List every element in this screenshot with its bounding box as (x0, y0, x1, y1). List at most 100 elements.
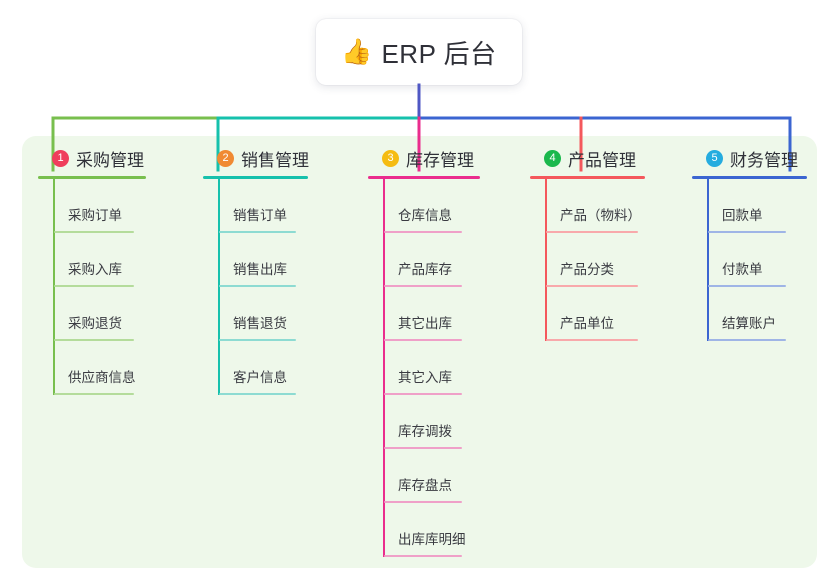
branch-item-underline (708, 285, 786, 287)
branch-item-label: 回款单 (722, 208, 763, 223)
branch-item[interactable]: 产品（物料） (530, 179, 648, 233)
branch-item-label: 产品库存 (398, 262, 452, 277)
branch-item-label: 销售出库 (233, 262, 287, 277)
branch-item-underline (708, 231, 786, 233)
branch-item-underline (384, 501, 462, 503)
branch-item-list: 采购订单采购入库采购退货供应商信息 (38, 179, 156, 395)
branch-item-label: 供应商信息 (68, 370, 136, 385)
branch-item-label: 产品（物料） (560, 208, 641, 223)
branch-item-label: 其它入库 (398, 370, 452, 385)
branch-underline (530, 176, 645, 179)
branch-item[interactable]: 出库库明细 (368, 503, 480, 557)
branch-item-underline (384, 285, 462, 287)
branch-number-badge: 1 (52, 149, 69, 167)
branch-item-underline (219, 339, 296, 341)
branch-item-list: 产品（物料） 产品分类产品单位 (530, 179, 648, 341)
branch-item-label: 仓库信息 (398, 208, 452, 223)
branch-item[interactable]: 销售订单 (203, 179, 315, 233)
branch-item[interactable]: 产品单位 (530, 287, 648, 341)
branch-item-underline (384, 555, 462, 557)
branch-item-underline (54, 285, 134, 287)
branch-number-badge: 2 (217, 149, 234, 167)
branch-item-list: 回款单付款单结算账户 (692, 179, 810, 341)
branch-underline (38, 176, 146, 179)
branch-item[interactable]: 供应商信息 (38, 341, 156, 395)
branch-title: 库存管理 (406, 150, 474, 170)
branches-backdrop-panel (22, 136, 817, 568)
root-node-label: ERP 后台 (381, 38, 497, 69)
branch-item-label: 库存盘点 (398, 478, 452, 493)
branch-item-label: 产品单位 (560, 316, 614, 331)
branch-item-underline (384, 339, 462, 341)
branch-item-label: 付款单 (722, 262, 763, 277)
branch-item[interactable]: 采购入库 (38, 233, 156, 287)
branch-title: 销售管理 (241, 150, 309, 170)
branch-item[interactable]: 销售出库 (203, 233, 315, 287)
branch-item-list: 仓库信息产品库存其它出库其它入库库存调拨库存盘点出库库明细 (368, 179, 480, 557)
branch-header[interactable]: 5 财务管理 (692, 146, 810, 170)
branch-item-underline (54, 231, 134, 233)
branch-spine (218, 179, 220, 395)
branch-item-label: 销售退货 (233, 316, 287, 331)
branch-item-underline (546, 339, 638, 341)
branch-item-label: 库存调拨 (398, 424, 452, 439)
branch-item[interactable]: 销售退货 (203, 287, 315, 341)
branch-item[interactable]: 采购退货 (38, 287, 156, 341)
branch-title: 财务管理 (730, 150, 798, 170)
branch-underline (692, 176, 807, 179)
branch-item-list: 销售订单销售出库销售退货客户信息 (203, 179, 315, 395)
branch-column: 4 产品管理产品（物料） 产品分类产品单位 (530, 146, 648, 341)
branch-column: 5 财务管理回款单付款单结算账户 (692, 146, 810, 341)
branch-item-label: 采购入库 (68, 262, 122, 277)
branch-item[interactable]: 其它出库 (368, 287, 480, 341)
branch-item-label: 客户信息 (233, 370, 287, 385)
branch-item-underline (219, 285, 296, 287)
branch-item-underline (219, 393, 296, 395)
branch-underline (203, 176, 308, 179)
branch-item-underline (384, 231, 462, 233)
branch-item-label: 销售订单 (233, 208, 287, 223)
branch-item-label: 采购订单 (68, 208, 122, 223)
branch-item-underline (219, 231, 296, 233)
branch-spine (545, 179, 547, 341)
branch-item[interactable]: 库存盘点 (368, 449, 480, 503)
branch-item-underline (54, 393, 134, 395)
branch-item-underline (546, 231, 638, 233)
branch-item-label: 其它出库 (398, 316, 452, 331)
branch-spine (383, 179, 385, 557)
branch-item[interactable]: 客户信息 (203, 341, 315, 395)
branch-item[interactable]: 产品库存 (368, 233, 480, 287)
branch-item[interactable]: 采购订单 (38, 179, 156, 233)
branch-column: 2 销售管理销售订单销售出库销售退货客户信息 (203, 146, 315, 395)
branch-title: 产品管理 (568, 150, 636, 170)
branch-item[interactable]: 仓库信息 (368, 179, 480, 233)
branch-header[interactable]: 1 采购管理 (38, 146, 156, 170)
branch-spine (707, 179, 709, 341)
branch-underline (368, 176, 480, 179)
branch-header[interactable]: 2 销售管理 (203, 146, 315, 170)
branch-item-underline (708, 339, 786, 341)
branch-item-underline (546, 285, 638, 287)
branch-item[interactable]: 付款单 (692, 233, 810, 287)
branch-number-badge: 5 (706, 149, 723, 167)
branch-item[interactable]: 其它入库 (368, 341, 480, 395)
branch-item[interactable]: 库存调拨 (368, 395, 480, 449)
branch-item[interactable]: 结算账户 (692, 287, 810, 341)
branch-header[interactable]: 4 产品管理 (530, 146, 648, 170)
branch-number-badge: 4 (544, 149, 561, 167)
branch-item-underline (384, 393, 462, 395)
branch-column: 1 采购管理采购订单采购入库采购退货供应商信息 (38, 146, 156, 395)
branch-item-label: 结算账户 (722, 316, 776, 331)
branch-title: 采购管理 (76, 150, 144, 170)
root-node[interactable]: 👍 ERP 后台 (316, 19, 522, 85)
branch-item[interactable]: 产品分类 (530, 233, 648, 287)
branch-item-label: 产品分类 (560, 262, 614, 277)
branch-item[interactable]: 回款单 (692, 179, 810, 233)
thumbs-up-icon: 👍 (341, 37, 373, 66)
branch-item-label: 出库库明细 (398, 532, 466, 547)
branch-item-underline (54, 339, 134, 341)
